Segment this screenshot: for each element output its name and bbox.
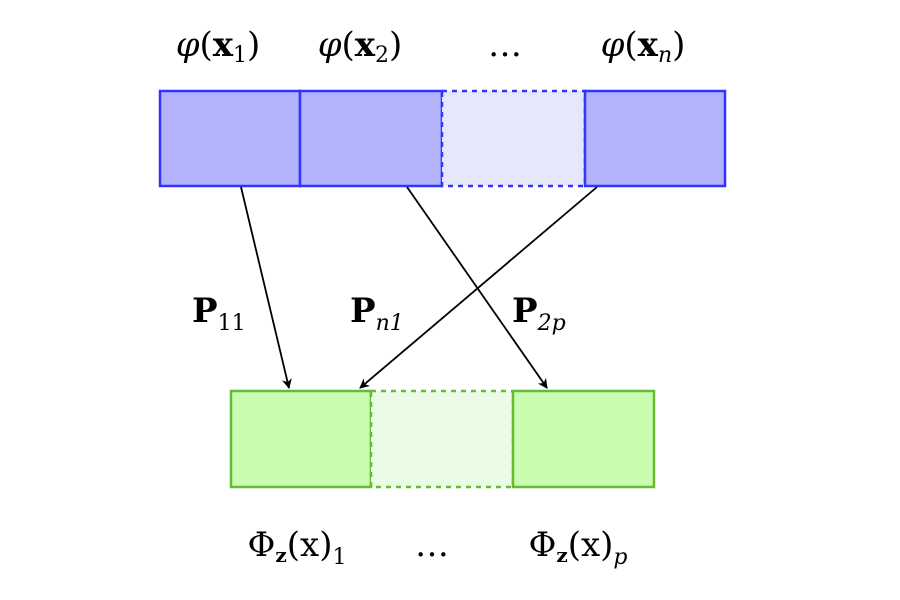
feature-box-ellipsis	[440, 89, 587, 188]
label-phi-x1: φ(x1)	[176, 25, 261, 68]
label-phi-z-p: Φz(x)p	[528, 525, 627, 570]
output-box-1	[229, 389, 373, 489]
arrow-pn1	[359, 186, 598, 389]
label-pn1: Pn1	[350, 291, 404, 336]
label-p11: P11	[192, 291, 246, 336]
label-top-ellipsis: …	[488, 25, 522, 65]
output-feature-row	[229, 389, 656, 489]
arrow-p2p	[406, 186, 548, 389]
label-bottom-ellipsis: …	[415, 525, 449, 565]
label-phi-z-1: Φz(x)1	[248, 525, 347, 570]
arrow-p11	[240, 186, 292, 389]
feature-box-2	[298, 89, 444, 188]
label-phi-x2: φ(x2)	[318, 25, 403, 68]
feature-box-n	[583, 89, 727, 188]
output-box-ellipsis	[369, 389, 515, 489]
label-p2p: P2p	[512, 291, 566, 336]
feature-box-1	[158, 89, 302, 188]
label-phi-xn: φ(xn)	[601, 25, 686, 68]
output-box-p	[511, 389, 656, 489]
input-feature-row	[158, 89, 727, 188]
